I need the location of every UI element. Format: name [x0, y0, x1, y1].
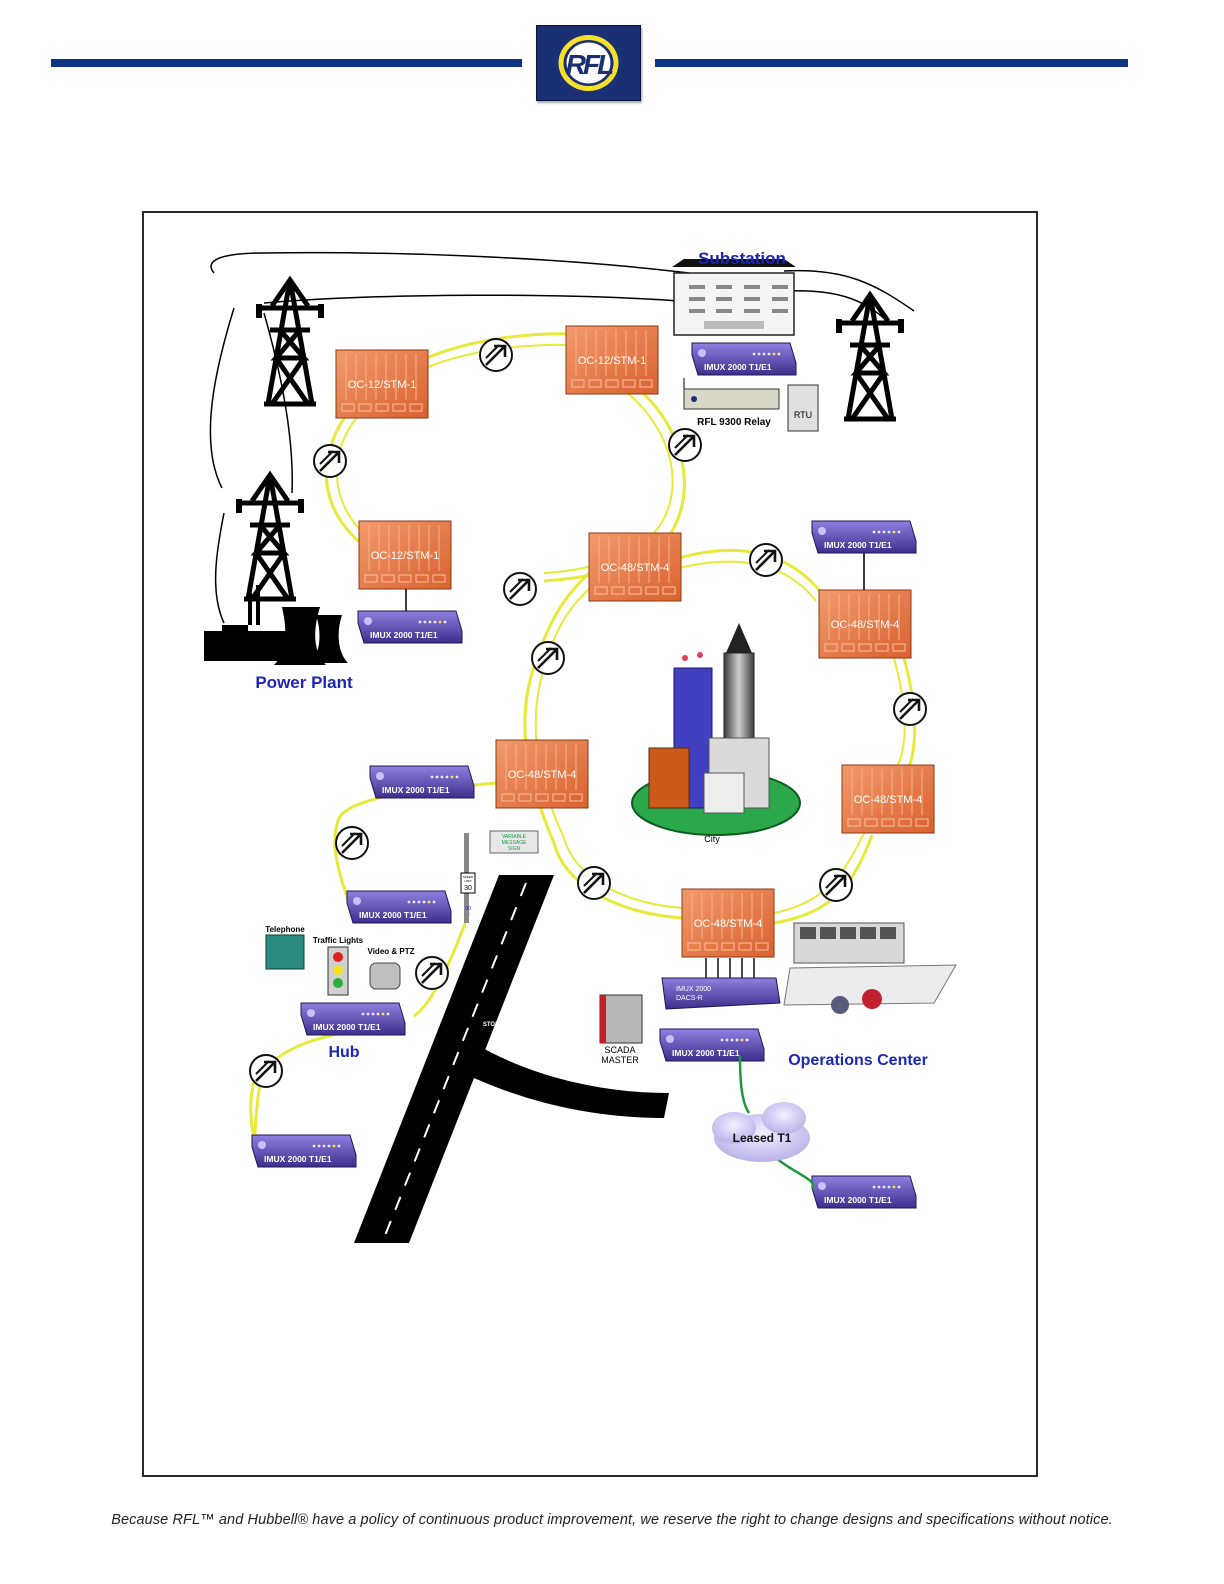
imux-unit-m7: IMUX 2000 T1/E1 [251, 1134, 357, 1168]
dacs-unit: IMUX 2000 DACS-R [661, 977, 781, 1010]
traffic-light-icon [327, 946, 349, 996]
speed-text-2: LIMIT [464, 879, 472, 883]
scada-label-1: SCADA [604, 1045, 635, 1055]
dacs-links [705, 958, 755, 978]
hub-label: Hub [328, 1044, 359, 1061]
imux-unit-m3: IMUX 2000 T1/E1 [357, 610, 463, 644]
fiber-coupler-icon [530, 640, 566, 676]
camera-icon [369, 962, 401, 990]
sonet-node-n2: OC-12/STM-1 [565, 325, 659, 395]
fiber-coupler-icon [334, 825, 370, 861]
fiber-coupler-icon [414, 955, 450, 991]
speed-limit-sign: SPEED LIMIT 30 90 [460, 872, 476, 912]
imux-unit-label: IMUX 2000 T1/E1 [264, 1154, 332, 1164]
leased-line-link [738, 1055, 815, 1189]
sonet-node-label: OC-48/STM-4 [694, 918, 762, 930]
imux-unit-label: IMUX 2000 T1/E1 [370, 630, 438, 640]
video-label: Video & PTZ [368, 947, 415, 956]
telephone-icon [265, 934, 305, 970]
fiber-coupler-icon [478, 337, 514, 373]
scada-label-2: MASTER [601, 1055, 639, 1065]
operations-center-label: Operations Center [788, 1052, 928, 1069]
power-lines [209, 251, 915, 624]
stop-sign-label: STOP [483, 1022, 499, 1028]
vms-text-2: MESSAGE [502, 840, 527, 846]
traffic-lights-label: Traffic Lights [313, 936, 364, 945]
header-rule-right [655, 59, 1128, 67]
imux-unit-m6: IMUX 2000 T1/E1 [300, 1002, 406, 1036]
sonet-node-n4: OC-48/STM-4 [588, 532, 682, 602]
sonet-node-n1: OC-12/STM-1 [335, 349, 429, 419]
city-buildings [631, 623, 801, 836]
sonet-node-label: OC-48/STM-4 [831, 619, 899, 631]
leased-t1-cloud [712, 1102, 810, 1162]
sonet-node-n7: OC-48/STM-4 [841, 764, 935, 834]
city-label: City [704, 834, 720, 844]
disclaimer-footer: Because RFL™ and Hubbell® have a policy … [111, 1512, 1113, 1528]
network-diagram: Substation Power Plant OC-12/STM-1OC-12/… [204, 249, 957, 1243]
imux-unit-label: IMUX 2000 T1/E1 [672, 1048, 740, 1058]
dacs-label-1: IMUX 2000 [676, 986, 711, 993]
sonet-node-label: OC-12/STM-1 [371, 550, 439, 562]
fiber-coupler-icon [748, 542, 784, 578]
sonet-node-n3: OC-12/STM-1 [358, 520, 452, 590]
dacs-label-2: DACS-R [676, 995, 703, 1002]
fiber-coupler-icon [312, 443, 348, 479]
sonet-node-label: OC-48/STM-4 [601, 562, 669, 574]
substation-building [672, 259, 796, 336]
rtu-label: RTU [794, 410, 812, 420]
scada-master-cabinet [599, 994, 643, 1044]
pylon-icon-1 [256, 280, 324, 404]
sonet-node-label: OC-12/STM-1 [348, 379, 416, 391]
imux-unit-m1: IMUX 2000 T1/E1 [691, 342, 797, 376]
fiber-coupler-icon [248, 1053, 284, 1089]
substation-label: Substation [698, 249, 786, 268]
imux-unit-m8: IMUX 2000 T1/E1 [659, 1028, 765, 1062]
imux-unit-label: IMUX 2000 T1/E1 [704, 362, 772, 372]
vms-text-1: VARIABLE [502, 834, 527, 840]
fiber-coupler-icon [667, 427, 703, 463]
fiber-coupler-icon [502, 571, 538, 607]
imux-unit-m2: IMUX 2000 T1/E1 [811, 520, 917, 554]
power-plant-label: Power Plant [255, 673, 353, 692]
fiber-coupler-icon [892, 691, 928, 727]
sonet-node-n5: OC-48/STM-4 [818, 589, 912, 659]
imux-unit-label: IMUX 2000 T1/E1 [313, 1022, 381, 1032]
highway [354, 875, 669, 1243]
speed-text-1: SPEED [463, 875, 474, 879]
vms-text-3: SIGN [508, 846, 521, 852]
pylon-icon-2 [836, 295, 904, 419]
logo-text: RFL [566, 49, 613, 80]
sonet-node-label: OC-48/STM-4 [508, 769, 576, 781]
speed-value: 30 [464, 885, 472, 892]
leased-t1-label: Leased T1 [733, 1131, 792, 1145]
header-rule-left [51, 59, 522, 67]
fiber-coupler-icon [576, 865, 612, 901]
imux-unit-label: IMUX 2000 T1/E1 [824, 540, 892, 550]
rtu-cabinet: RTU [787, 384, 819, 432]
relay-unit [683, 378, 780, 410]
sonet-node-label: OC-12/STM-1 [578, 355, 646, 367]
imux-unit-label: IMUX 2000 T1/E1 [382, 785, 450, 795]
pylon-icon-3 [236, 475, 304, 599]
fiber-coupler-icon [818, 867, 854, 903]
imux-unit-m9: IMUX 2000 T1/E1 [811, 1175, 917, 1209]
interstate-shield: 90 [465, 906, 471, 912]
imux-unit-label: IMUX 2000 T1/E1 [359, 910, 427, 920]
rfl-logo: RFL [536, 25, 641, 101]
telephone-label: Telephone [265, 925, 305, 934]
sonet-node-label: OC-48/STM-4 [854, 794, 922, 806]
imux-unit-m4: IMUX 2000 T1/E1 [369, 765, 475, 799]
imux-unit-label: IMUX 2000 T1/E1 [824, 1195, 892, 1205]
sonet-node-n8: OC-48/STM-4 [681, 888, 775, 958]
operations-console [783, 922, 957, 1014]
relay-label: RFL 9300 Relay [697, 417, 771, 428]
imux-unit-m5: IMUX 2000 T1/E1 [346, 890, 452, 924]
power-plant-icon [204, 585, 348, 665]
sonet-node-n6: OC-48/STM-4 [495, 739, 589, 809]
